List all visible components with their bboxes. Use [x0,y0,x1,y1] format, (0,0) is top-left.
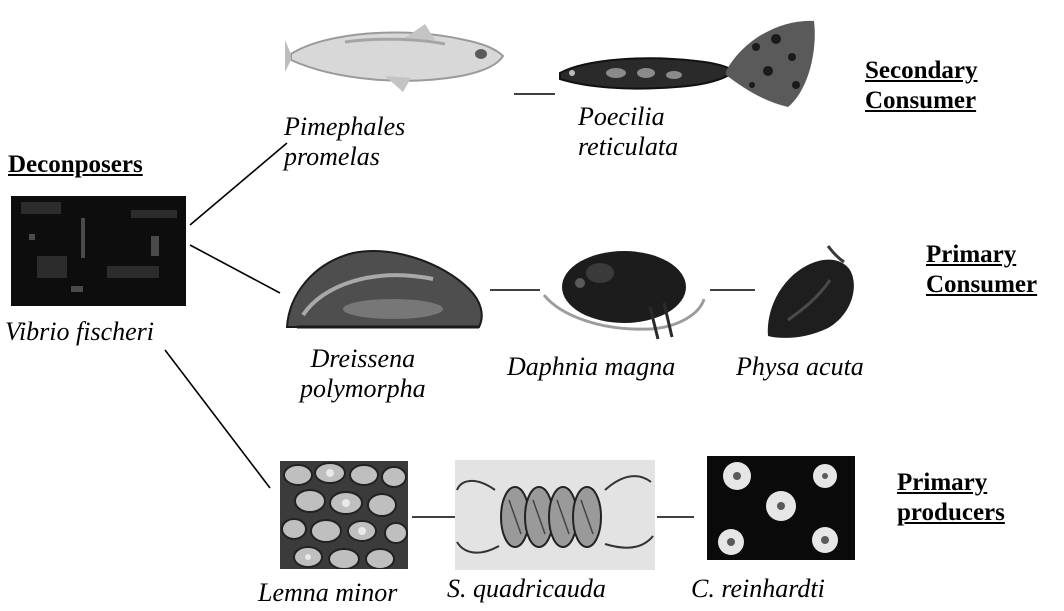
label-vibrio-fischeri: Vibrio fischeri [5,317,154,347]
label-chlamydomonas-reinhardti: C. reinhardti [691,574,825,604]
label-dreissena-polymorpha: Dreissena polymorpha [300,344,426,404]
dreissena-polymorpha-image [283,245,488,335]
heading-primary-consumer: Primary Consumer [926,240,1037,300]
physa-acuta-image [758,240,868,340]
heading-secondary-consumer: Secondary Consumer [865,56,978,116]
heading-primary-producers: Primary producers [897,468,1005,528]
lemna-minor-image [280,461,408,569]
label-scenedesmus-quadricauda: S. quadricauda [447,574,606,604]
label-pimephales-promelas: Pimephales promelas [284,112,405,172]
chlamydomonas-reinhardti-image [707,456,855,560]
pimephales-promelas-image [285,10,513,100]
link-decomposers-primary-consumer [190,245,280,293]
link-decomposers-secondary [190,143,287,225]
daphnia-magna-image [540,243,710,343]
scenedesmus-quadricauda-image [455,460,655,570]
heading-decomposers: Deconposers [8,150,143,180]
label-physa-acuta: Physa acuta [736,352,864,382]
label-daphnia-magna: Daphnia magna [507,352,675,382]
label-poecilia-reticulata: Poecilia reticulata [578,102,678,162]
label-lemna-minor: Lemna minor [258,578,397,608]
poecilia-reticulata-image [556,15,818,110]
vibrio-fischeri-image [11,196,186,306]
link-decomposers-producers [165,350,270,488]
